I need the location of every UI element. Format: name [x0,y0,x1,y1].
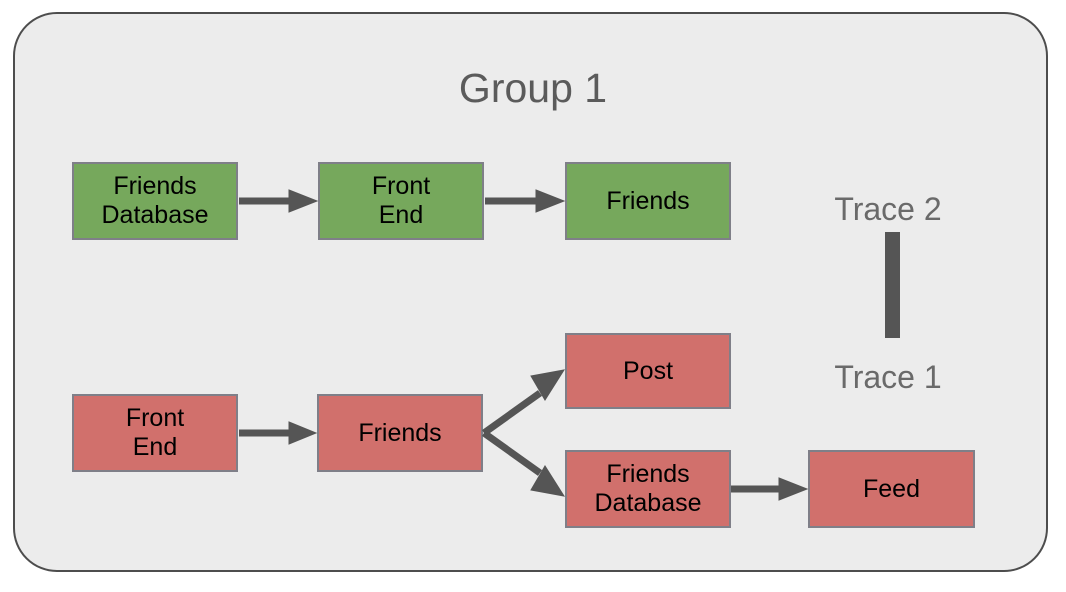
node-green-friends-database[interactable]: Friends Database [72,162,238,240]
group-title: Group 1 [458,65,608,111]
node-red-feed[interactable]: Feed [808,450,975,528]
arrow-red-friends-to-post [481,369,566,436]
arrow-red-database-to-feed [731,477,809,501]
arrow-red-friends-to-database [481,430,566,497]
node-red-front-end[interactable]: Front End [72,394,238,472]
arrow-green-db-to-frontend [239,189,319,213]
arrow-red-frontend-to-friends [239,421,318,445]
node-red-post[interactable]: Post [565,333,731,409]
trace-2-label: Trace 2 [834,191,942,227]
node-red-friends-database[interactable]: Friends Database [565,450,731,528]
node-red-friends[interactable]: Friends [317,394,483,472]
arrow-green-frontend-to-friends [485,189,566,213]
node-green-friends[interactable]: Friends [565,162,731,240]
node-green-front-end[interactable]: Front End [318,162,484,240]
trace-1-label: Trace 1 [834,359,942,395]
trace-gradient-bar [885,232,900,338]
